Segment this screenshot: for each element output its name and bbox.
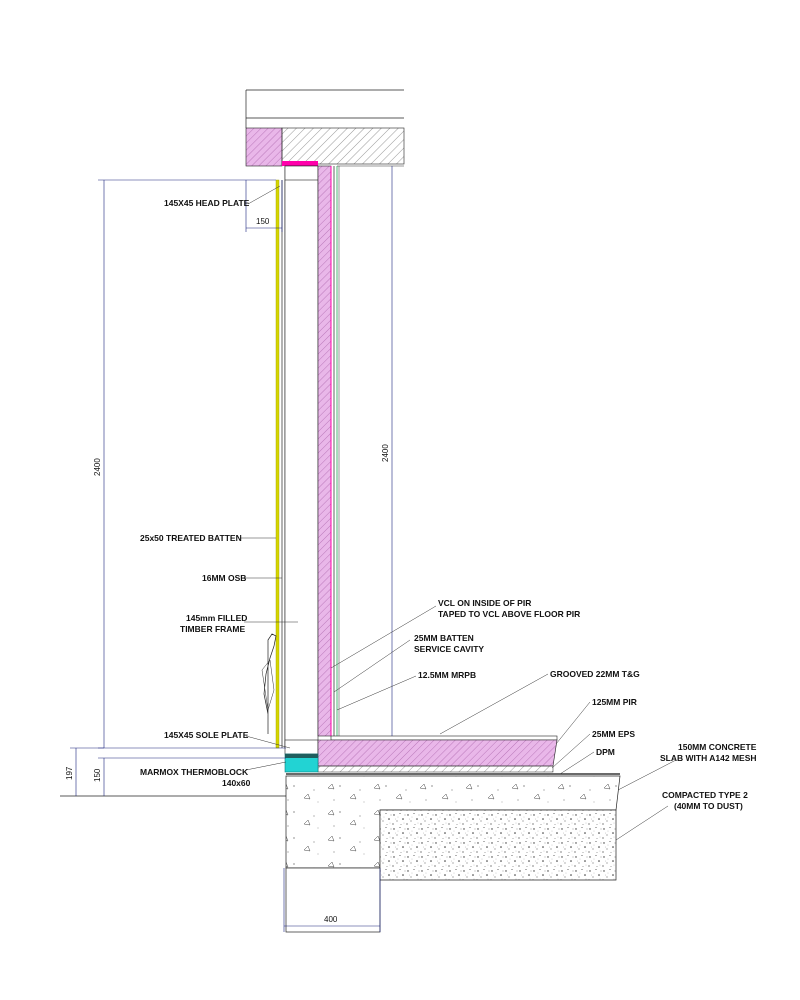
dim-197: 197 [65, 766, 74, 780]
floor-buildup [284, 735, 620, 775]
label-batten-cavity-2: SERVICE CAVITY [414, 644, 484, 654]
dim-400: 400 [324, 915, 338, 924]
label-sole-plate: 145X45 SOLE PLATE [164, 730, 249, 740]
label-vcl-1: VCL ON INSIDE OF PIR [438, 598, 531, 608]
dim-height-right: 2400 [381, 444, 390, 462]
roof-structure [245, 89, 405, 167]
label-timber-frame-2: TIMBER FRAME [180, 624, 245, 634]
timber-frame-cavity [284, 165, 319, 749]
leader-lines [240, 185, 677, 841]
label-batten-cavity-1: 25MM BATTEN [414, 633, 474, 643]
treated-batten [275, 179, 280, 749]
label-dpm: DPM [596, 747, 615, 757]
label-pir: 125MM PIR [592, 697, 637, 707]
label-head-plate: 145X45 HEAD PLATE [164, 198, 250, 208]
dim-height-left: 2400 [93, 458, 102, 476]
label-tg: GROOVED 22MM T&G [550, 669, 640, 679]
dimensions: 150 2400 2400 197 150 400 [65, 166, 393, 932]
label-vcl-2: TAPED TO VCL ABOVE FLOOR PIR [438, 609, 580, 619]
compacted-type2 [379, 809, 617, 881]
cladding-detail [261, 633, 277, 734]
label-slab-2: SLAB WITH A142 MESH [660, 753, 757, 763]
label-timber-frame-1: 145mm FILLED [186, 613, 247, 623]
label-type2-2: (40MM TO DUST) [674, 801, 743, 811]
floor-pir [317, 739, 558, 767]
label-thermoblock-1: MARMOX THERMOBLOCK [140, 767, 249, 777]
label-eps: 25MM EPS [592, 729, 635, 739]
wall-pir-insulation [317, 165, 332, 737]
sole-plate [284, 739, 319, 755]
label-thermoblock-2: 140x60 [222, 778, 251, 788]
head-vcl-strip [282, 161, 318, 166]
strip-foundation [285, 867, 381, 933]
label-mrpb: 12.5MM MRPB [418, 670, 476, 680]
foundation [60, 775, 621, 933]
label-treated-batten: 25x50 TREATED BATTEN [140, 533, 242, 543]
head-plate [284, 165, 319, 181]
tg-boards [330, 735, 558, 741]
label-osb: 16MM OSB [202, 573, 246, 583]
timber-frame-wall [275, 165, 404, 755]
dim-top-150: 150 [256, 217, 270, 226]
eps-layer [317, 765, 554, 773]
label-type2-1: COMPACTED TYPE 2 [662, 790, 748, 800]
dim-150: 150 [93, 768, 102, 782]
label-slab-1: 150MM CONCRETE [678, 742, 757, 752]
annotations: 145X45 HEAD PLATE 25x50 TREATED BATTEN 1… [140, 198, 757, 811]
